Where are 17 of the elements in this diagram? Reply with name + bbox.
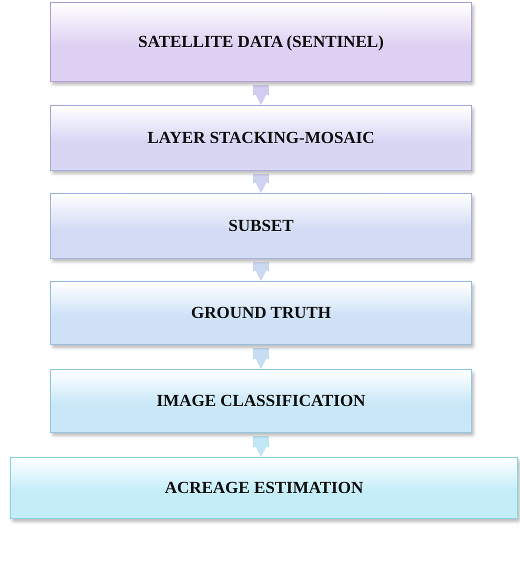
process-box	[50, 2, 472, 82]
process-box	[50, 105, 472, 171]
arrow	[253, 85, 269, 106]
step-label: IMAGE CLASSIFICATION	[156, 391, 366, 411]
arrow	[253, 174, 269, 194]
arrow	[253, 262, 269, 282]
process-box	[50, 281, 472, 345]
step-label: SUBSET	[228, 216, 294, 236]
arrow	[253, 436, 269, 458]
step-label: ACREAGE ESTIMATION	[164, 478, 364, 498]
process-box	[10, 457, 518, 519]
step-label: SATELLITE DATA (SENTINEL)	[138, 32, 384, 52]
step-label: LAYER STACKING-MOSAIC	[147, 128, 375, 148]
step-label: GROUND TRUTH	[191, 303, 331, 323]
process-box	[50, 369, 472, 433]
process-box	[50, 193, 472, 259]
arrow	[253, 348, 269, 370]
